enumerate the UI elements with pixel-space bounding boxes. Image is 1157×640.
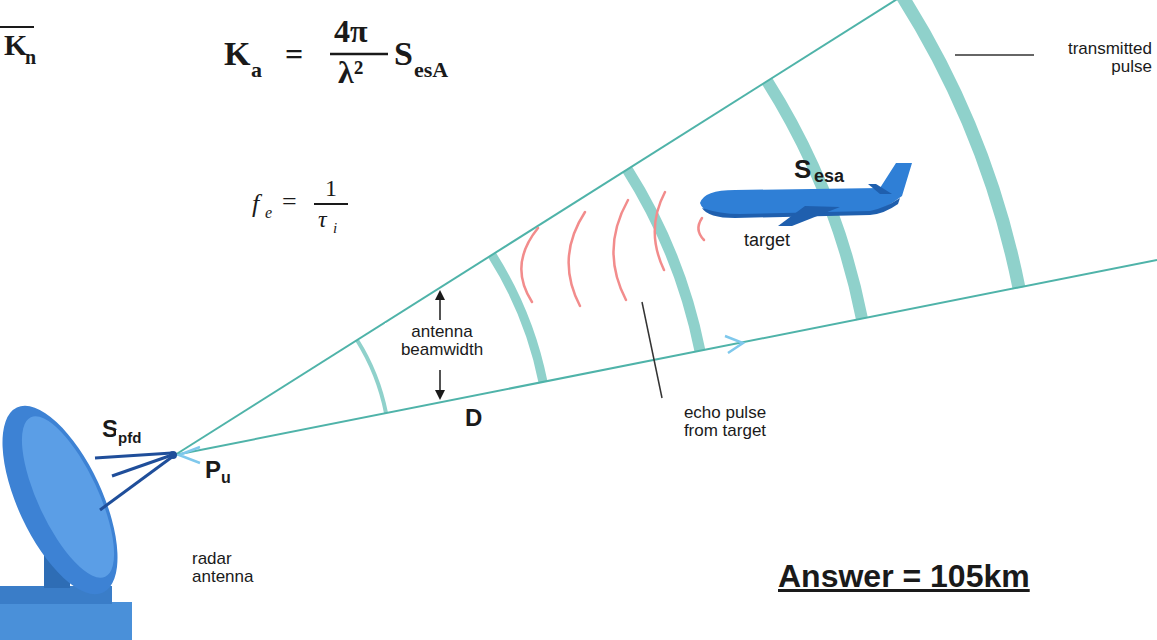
answer-text: Answer = 105km [778, 560, 1030, 594]
power-density-subscript: pfd [116, 430, 143, 446]
formula-subscript: a [251, 58, 262, 81]
direction-chevron [725, 336, 743, 353]
beam-edge [175, 260, 1157, 455]
formula-equals: = [282, 188, 297, 215]
formula-numerator: 1 [325, 176, 337, 201]
fraction-bar [330, 53, 388, 56]
formula-subscript: e [265, 205, 272, 222]
fraction-bar [314, 203, 348, 205]
echo-pulses [521, 192, 704, 306]
formula-symbol: f [252, 190, 259, 217]
callout-label: echo pulse from target [670, 404, 780, 440]
power-symbol: P [205, 457, 221, 482]
distance-symbol: D [465, 405, 482, 430]
formula-subscript: esA [414, 58, 448, 81]
transmitted-pulses [357, 0, 1019, 413]
callout-label: transmitted pulse [1040, 40, 1152, 76]
beamwidth-label: antenna beamwidth [385, 323, 499, 359]
radar-antenna [0, 390, 177, 640]
formula-equals: = [285, 38, 303, 72]
fraction-bar [0, 26, 34, 28]
formula-subscript: n [25, 47, 36, 68]
leader-line [955, 54, 1034, 56]
antenna-label: radar antenna [192, 550, 262, 586]
power-subscript: u [221, 470, 231, 487]
formula-subscript: i [333, 221, 337, 237]
formula-symbol: S [394, 36, 413, 72]
target-subscript: esa [814, 167, 844, 186]
target-label: target [744, 231, 790, 250]
formula-symbol: K [4, 29, 27, 61]
formula-symbol: τ [318, 207, 327, 232]
formula-denominator: λ² [338, 56, 363, 90]
beam-edge [175, 0, 940, 455]
direction-chevron [179, 447, 200, 463]
formula-numerator: 4π [334, 15, 368, 49]
target-symbol: S [794, 156, 811, 183]
formula-symbol: K [224, 36, 250, 72]
leader-line [642, 302, 662, 398]
